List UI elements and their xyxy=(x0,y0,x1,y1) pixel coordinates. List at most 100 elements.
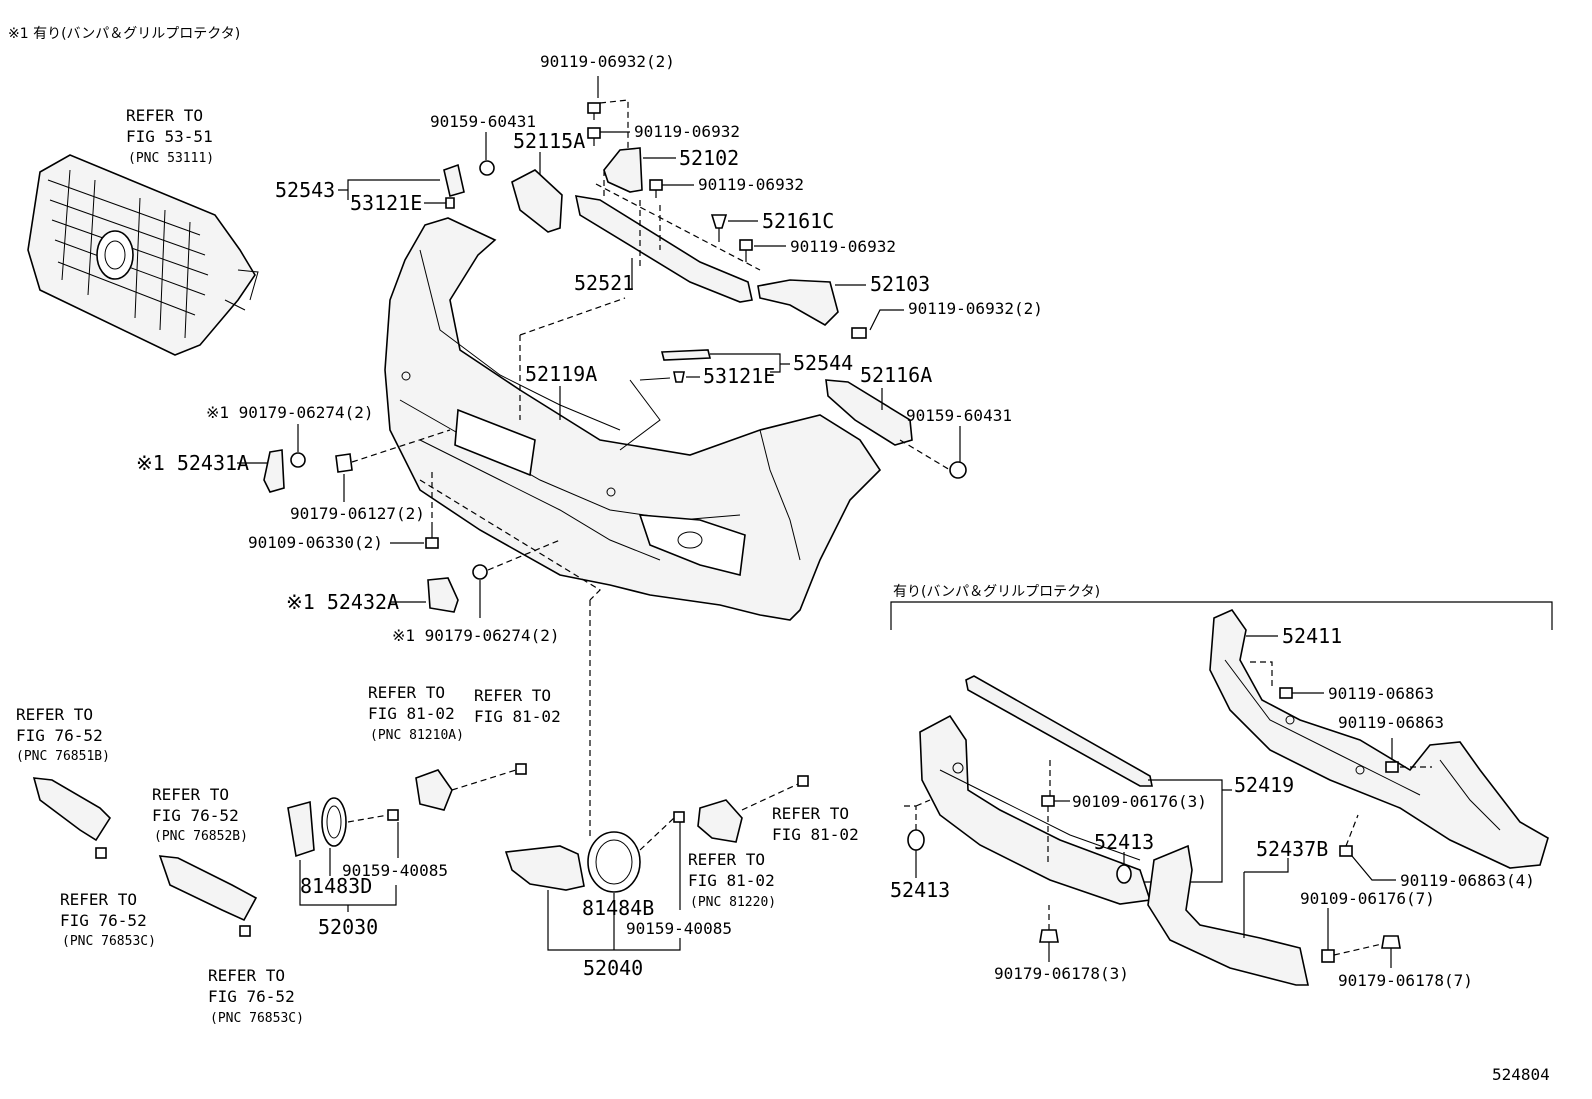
screw-90109-06330[interactable] xyxy=(425,528,439,549)
label-52413-a: 52413 xyxy=(1094,830,1154,854)
screw-90159-40085-b[interactable] xyxy=(673,811,685,823)
label-90119-06863-4: 90119-06863(4) xyxy=(1400,871,1535,890)
label-52102: 52102 xyxy=(679,146,739,170)
label-53121E-b: 53121E xyxy=(703,364,775,388)
fog-ring-81483D[interactable] xyxy=(321,797,347,847)
ref-76851-line2: FIG 76-52 xyxy=(16,726,103,745)
label-52161C: 52161C xyxy=(762,209,834,233)
label-52030: 52030 xyxy=(318,915,378,939)
bolt-90119-06863-b[interactable] xyxy=(1385,761,1399,773)
ref-76852-line2: FIG 76-52 xyxy=(152,806,239,825)
extension-left-76852B[interactable] xyxy=(158,855,258,922)
bracket-52103[interactable] xyxy=(757,279,839,326)
ref-76853a-line2: FIG 76-52 xyxy=(60,911,147,930)
label-90159-60431-a: 90159-60431 xyxy=(430,112,536,131)
ref-8102a-line2: FIG 81-02 xyxy=(474,707,561,726)
bracket-52115A[interactable] xyxy=(511,169,563,233)
clip-52413-b[interactable] xyxy=(907,829,925,851)
radiator-grille[interactable] xyxy=(27,154,259,356)
label-52411: 52411 xyxy=(1282,624,1342,648)
bolt-90109-06176-b[interactable] xyxy=(1321,949,1335,963)
ref-grille-line1: REFER TO xyxy=(126,106,203,125)
bolt-90119-06932-a[interactable] xyxy=(587,127,601,146)
ref-8102b-line2: FIG 81-02 xyxy=(772,825,859,844)
label-52103: 52103 xyxy=(870,272,930,296)
label-90119-06932-a: 90119-06932 xyxy=(634,122,740,141)
clip-52413-a[interactable] xyxy=(1116,864,1132,884)
label-52544: 52544 xyxy=(793,351,853,375)
label-90119-06932-b: 90119-06932 xyxy=(698,175,804,194)
reinforcement-52521[interactable] xyxy=(574,195,753,303)
bolt-90109-06176-a[interactable] xyxy=(1041,795,1055,807)
label-90159-40085-b: 90159-40085 xyxy=(626,919,732,938)
fog-lamp-left[interactable] xyxy=(415,769,453,811)
bracket-52431A[interactable] xyxy=(263,449,285,493)
screw-fog-left[interactable] xyxy=(515,763,527,775)
bolt-90119-06932-b[interactable] xyxy=(649,179,663,198)
label-52119A: 52119A xyxy=(525,362,597,386)
nut-90179-06178-b[interactable] xyxy=(1381,935,1401,949)
ref-76852-line1: REFER TO xyxy=(152,785,229,804)
fog-lamp-bezel-right[interactable] xyxy=(504,845,585,891)
bolt-90119-06932-d[interactable] xyxy=(851,327,867,339)
label-90119-06863-b: 90119-06863 xyxy=(1338,713,1444,732)
clip-76853C-b[interactable] xyxy=(239,925,251,937)
label-52431A: ※1 52431A xyxy=(136,451,249,475)
ref-76853b-line3: (PNC 76853C) xyxy=(210,1011,304,1026)
bolt-90119-06932-c[interactable] xyxy=(739,239,753,262)
clip-90159-60431-a[interactable] xyxy=(479,160,495,176)
nut-90179-06178-a[interactable] xyxy=(1039,929,1059,943)
clip-53121E-a[interactable] xyxy=(445,197,455,209)
molding-52544[interactable] xyxy=(660,349,712,361)
ref-76853b-line1: REFER TO xyxy=(208,966,285,985)
label-52413-b: 52413 xyxy=(890,878,950,902)
fog-ring-81484B[interactable] xyxy=(587,831,641,893)
bolt-90119-06863-c[interactable] xyxy=(1339,845,1353,857)
clip-90159-60431-b[interactable] xyxy=(949,461,967,479)
fog-lamp-right[interactable] xyxy=(697,799,743,843)
screw-fog-right[interactable] xyxy=(797,775,809,787)
label-81484B: 81484B xyxy=(582,896,654,920)
protector-strip-52419[interactable] xyxy=(965,675,1153,787)
label-90179-06127-2: 90179-06127(2) xyxy=(290,504,425,523)
label-90179-06178-3: 90179-06178(3) xyxy=(994,964,1129,983)
nut-90179-06274-b[interactable] xyxy=(472,564,488,580)
ref-81220-line2: FIG 81-02 xyxy=(688,871,775,890)
label-90159-40085-a: 90159-40085 xyxy=(342,861,448,880)
nut-90179-06274-a[interactable] xyxy=(290,452,306,468)
bracket-52432A[interactable] xyxy=(427,577,459,613)
screw-90159-40085-a[interactable] xyxy=(387,809,399,821)
ref-76852-line3: (PNC 76852B) xyxy=(154,829,248,844)
front-bumper-cover-52119A[interactable] xyxy=(384,217,882,621)
label-90109-06330-2: 90109-06330(2) xyxy=(248,533,383,552)
grille-protector-52411[interactable] xyxy=(1209,609,1549,869)
label-52437B: 52437B xyxy=(1256,837,1328,861)
bolt-90119-06863-a[interactable] xyxy=(1279,687,1293,699)
clip-90179-06127[interactable] xyxy=(335,453,353,473)
ref-8102b-line1: REFER TO xyxy=(772,804,849,823)
ref-81220-line3: (PNC 81220) xyxy=(690,895,776,910)
ref-76851-line1: REFER TO xyxy=(16,705,93,724)
figure-number: 524804 xyxy=(1492,1065,1550,1084)
ref-76853b-line2: FIG 76-52 xyxy=(208,987,295,1006)
label-52432A: ※1 52432A xyxy=(286,590,399,614)
label-90159-60431-b: 90159-60431 xyxy=(906,406,1012,425)
label-81483D: 81483D xyxy=(300,874,372,898)
clip-53121E-b[interactable] xyxy=(673,371,685,383)
bracket-52102[interactable] xyxy=(603,147,643,193)
extension-left-76851B[interactable] xyxy=(32,777,112,842)
label-52116A: 52116A xyxy=(860,363,932,387)
bumper-protector-52437B[interactable] xyxy=(1147,844,1309,986)
fog-lamp-bezel-left[interactable] xyxy=(287,800,315,858)
clip-52161C[interactable] xyxy=(710,214,728,242)
bumper-protector-lower[interactable] xyxy=(919,714,1152,905)
ref-76853a-line3: (PNC 76853C) xyxy=(62,934,156,949)
molding-52543[interactable] xyxy=(443,163,465,198)
label-52115A: 52115A xyxy=(513,129,585,153)
ref-76851-line3: (PNC 76851B) xyxy=(16,749,110,764)
bolt-90119-06932-top[interactable] xyxy=(587,102,601,120)
protector-note: 有り(バンパ＆グリルプロテクタ) xyxy=(893,584,1100,600)
label-90179-06274-2-b: ※1 90179-06274(2) xyxy=(392,626,560,645)
label-90179-06274-2-a: ※1 90179-06274(2) xyxy=(206,403,374,422)
clip-76853C-a[interactable] xyxy=(95,847,107,859)
